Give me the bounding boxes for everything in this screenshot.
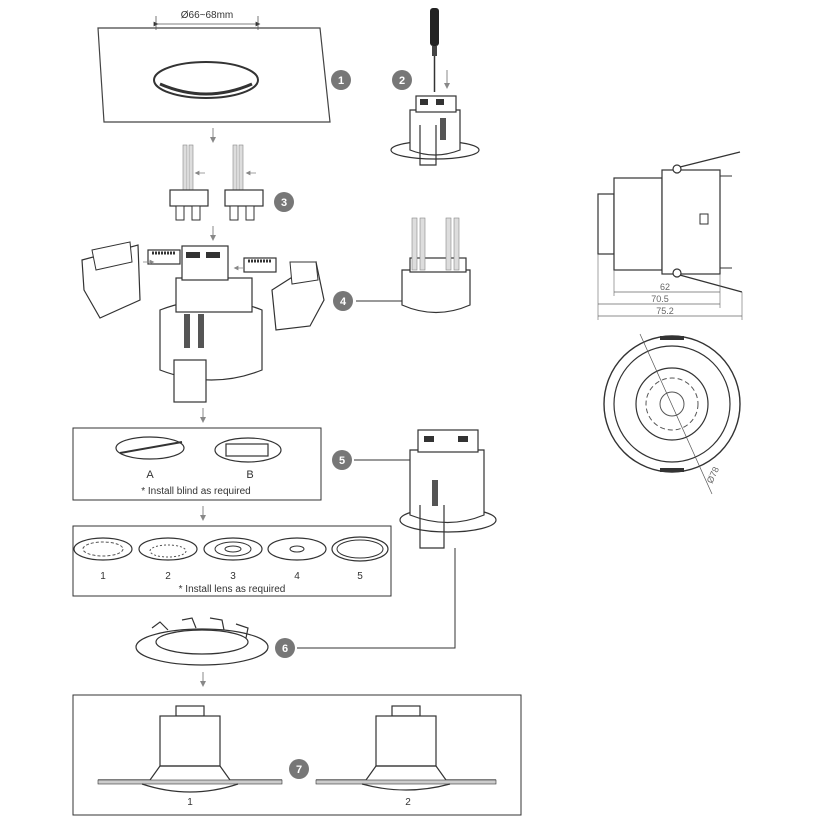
dim-62: 62 bbox=[660, 282, 670, 292]
trim-ring bbox=[135, 617, 269, 666]
step-badge-5: 5 bbox=[332, 450, 352, 470]
step-badge-7: 7 bbox=[289, 759, 309, 779]
lens-2-icon bbox=[138, 537, 198, 561]
exploded-housing bbox=[159, 245, 263, 403]
lens-label: 3 bbox=[230, 571, 236, 582]
svg-text:4: 4 bbox=[340, 296, 347, 308]
blind-b-icon bbox=[214, 437, 282, 463]
screwdriver-icon bbox=[430, 8, 450, 92]
blind-note: * Install blind as required bbox=[141, 486, 251, 497]
mounted-fixture-2 bbox=[315, 705, 497, 791]
lens-3-icon bbox=[203, 537, 263, 561]
connector-left bbox=[143, 249, 181, 265]
lens-1-icon bbox=[73, 537, 133, 561]
lens-label: 5 bbox=[357, 571, 363, 582]
assembled-housing-step4 bbox=[356, 217, 471, 314]
lens-label: 1 bbox=[100, 571, 106, 582]
mounted-fixture-1 bbox=[97, 705, 283, 793]
lens-4-icon bbox=[267, 537, 327, 561]
mount-label: 2 bbox=[405, 797, 411, 808]
svg-text:7: 7 bbox=[296, 764, 302, 776]
side-clip-left bbox=[81, 241, 141, 319]
cutout-dimension: Ø66~68mm bbox=[153, 10, 261, 30]
lens-note: * Install lens as required bbox=[179, 584, 286, 595]
cutout-dimension-label: Ø66~68mm bbox=[181, 10, 234, 21]
blind-a-label: A bbox=[146, 469, 154, 481]
step-badge-6: 6 bbox=[275, 638, 295, 658]
front-view: Ø78 bbox=[603, 333, 741, 495]
step-badge-4: 4 bbox=[333, 291, 353, 311]
svg-text:5: 5 bbox=[339, 455, 345, 467]
assembled-housing-step5 bbox=[354, 429, 497, 549]
blind-a-icon bbox=[115, 436, 185, 460]
step-badge-2: 2 bbox=[392, 70, 412, 90]
mount-label: 1 bbox=[187, 797, 193, 808]
lens-label: 4 bbox=[294, 571, 300, 582]
step-badge-1: 1 bbox=[331, 70, 351, 90]
side-dimensions: 62 70.5 75.2 bbox=[597, 254, 743, 320]
side-clip-right bbox=[271, 261, 325, 331]
step6-leader-line bbox=[297, 548, 456, 649]
step-badge-3: 3 bbox=[274, 192, 294, 212]
svg-text:2: 2 bbox=[399, 75, 405, 87]
terminal-block-right bbox=[224, 144, 264, 221]
lens-options-box: 1 2 3 4 5 * Install lens as required bbox=[72, 525, 392, 597]
blind-options-box: A B * Install blind as required bbox=[72, 427, 322, 501]
side-elevation-view bbox=[597, 151, 743, 293]
mounting-options-box: 1 2 bbox=[72, 694, 522, 816]
downlight-housing-top bbox=[390, 95, 480, 166]
svg-text:3: 3 bbox=[281, 197, 287, 209]
connector-right bbox=[233, 257, 277, 273]
svg-text:6: 6 bbox=[282, 643, 288, 655]
blind-b-label: B bbox=[246, 469, 253, 481]
svg-text:1: 1 bbox=[338, 75, 344, 87]
lens-5-icon bbox=[331, 536, 389, 562]
front-diameter-label: Ø78 bbox=[705, 465, 721, 485]
terminal-block-left bbox=[169, 144, 209, 221]
lens-label: 2 bbox=[165, 571, 171, 582]
dim-70-5: 70.5 bbox=[651, 294, 669, 304]
ceiling-panel bbox=[97, 27, 331, 123]
dim-75-2: 75.2 bbox=[656, 306, 674, 316]
